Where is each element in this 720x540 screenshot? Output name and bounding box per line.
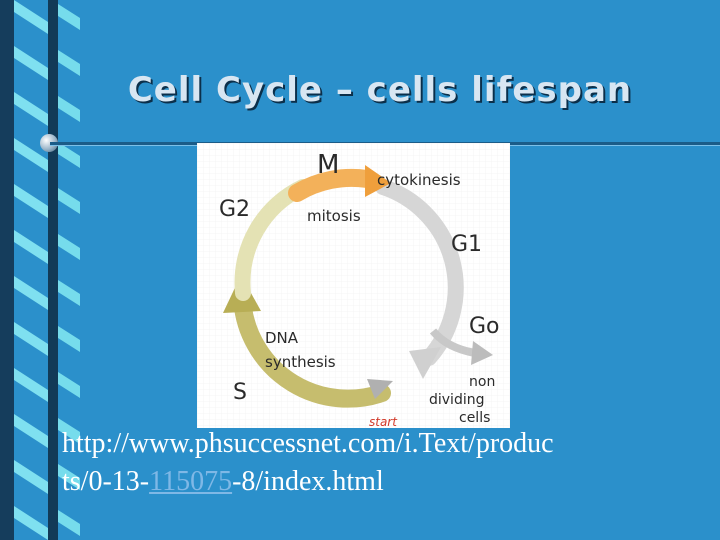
strip-chevron <box>58 326 80 352</box>
label-synthesis: synthesis <box>265 353 336 371</box>
label-mitosis: mitosis <box>307 207 361 225</box>
start-arrow-head <box>367 379 393 399</box>
strip-chevron <box>58 510 80 536</box>
label-m: M <box>317 150 339 180</box>
strip-chevron <box>14 506 48 540</box>
m-arc <box>288 168 376 202</box>
strip-chevron <box>58 418 80 444</box>
go-branch-arrow-head <box>471 341 493 365</box>
label-cells: cells <box>459 410 490 426</box>
strip-chevron <box>14 0 48 34</box>
label-start: start <box>369 415 398 428</box>
strip-chevron <box>14 322 48 356</box>
url-link[interactable]: 115075 <box>149 466 233 497</box>
url-part-3: -8/index.html <box>232 466 384 497</box>
strip-chevron <box>14 92 48 126</box>
strip-chevron <box>14 368 48 402</box>
label-dna: DNA <box>265 329 299 347</box>
url-line-1: http://www.phsuccessnet.com/i.Text/produ… <box>62 428 554 459</box>
strip-chevron <box>58 96 80 122</box>
label-non: non <box>469 374 495 390</box>
g1-arc <box>375 179 464 366</box>
strip-chevron <box>58 234 80 260</box>
strip-chevron <box>58 188 80 214</box>
strip-chevron <box>58 372 80 398</box>
strip-chevron <box>14 184 48 218</box>
label-s: S <box>233 380 247 405</box>
label-go: Go <box>469 314 500 339</box>
cell-cycle-diagram: M cytokinesis G2 mitosis G1 Go DNA synth… <box>197 143 510 429</box>
source-url: http://www.phsuccessnet.com/i.Text/produ… <box>62 425 702 501</box>
strip-chevron <box>58 50 80 76</box>
label-g2: G2 <box>219 197 250 222</box>
strip-chevron <box>14 138 48 172</box>
strip-chevron <box>14 460 48 494</box>
label-g1: G1 <box>451 232 482 257</box>
strip-chevron <box>58 142 80 168</box>
label-cytokinesis: cytokinesis <box>377 171 461 189</box>
g1-arrow-head <box>409 347 441 379</box>
strip-chevron <box>14 276 48 310</box>
cell-cycle-svg: M cytokinesis G2 mitosis G1 Go DNA synth… <box>197 143 510 429</box>
go-branch-arrow <box>429 328 476 357</box>
strip-chevron <box>14 414 48 448</box>
decorative-left-strip <box>0 0 80 540</box>
label-dividing: dividing <box>429 392 485 408</box>
title-rule-knob <box>40 134 58 152</box>
strip-chevron <box>14 230 48 264</box>
strip-chevron <box>14 46 48 80</box>
url-part-2: ts/0-13- <box>62 466 150 497</box>
s-arc <box>234 299 391 408</box>
m-arrow-head <box>365 165 391 197</box>
slide-title: Cell Cycle – cells lifespan <box>127 70 633 110</box>
strip-chevron <box>58 280 80 306</box>
strip-chevron <box>58 4 80 30</box>
strip-chevron <box>58 464 80 490</box>
